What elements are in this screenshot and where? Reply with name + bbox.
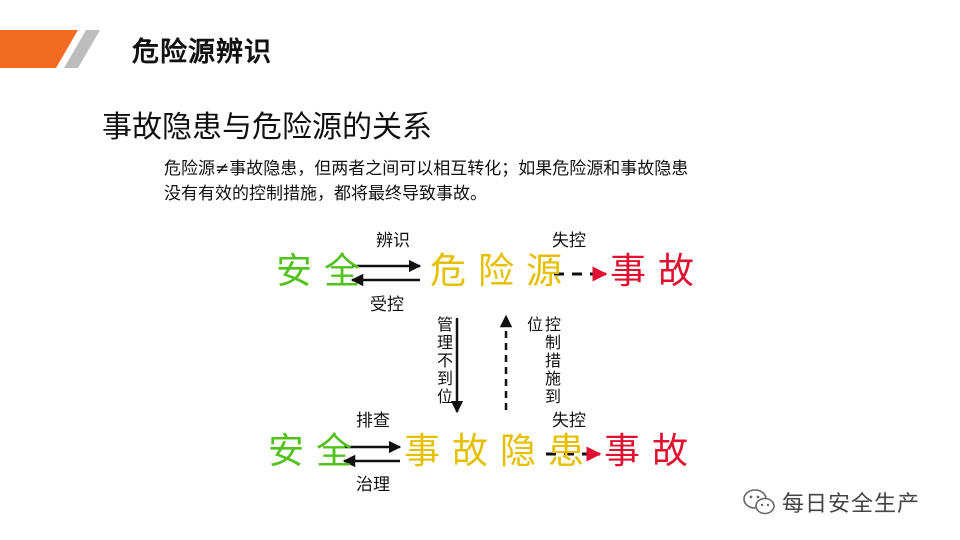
label-management-inadequate: 管理不到位	[434, 316, 453, 406]
node-safe-top: 安全	[276, 251, 373, 292]
label-controlled: 受控	[370, 295, 404, 315]
description-line-1: 危险源≠事故隐患，但两者之间可以相互转化；如果危险源和事故隐患	[164, 159, 689, 179]
label-remediate: 治理	[356, 475, 390, 495]
node-hazard-source: 危险源	[430, 251, 575, 292]
wechat-icon	[743, 489, 775, 515]
node-accident-bottom: 事故	[604, 431, 701, 472]
page-title: 危险源辨识	[132, 37, 272, 68]
node-safe-bottom: 安全	[268, 431, 365, 472]
label-control-measures-in-place: 控制措施到位	[524, 316, 561, 406]
header-decoration	[0, 30, 100, 68]
gray-stripe	[64, 30, 100, 68]
node-hidden-danger: 事故隐患	[404, 431, 597, 472]
page-subtitle: 事故隐患与危险源的关系	[102, 110, 432, 145]
label-out-of-control-bottom: 失控	[552, 411, 586, 431]
label-out-of-control-top: 失控	[552, 231, 586, 251]
description-line-2: 没有有效的控制措施，都将最终导致事故。	[164, 184, 487, 204]
watermark-text: 每日安全生产	[782, 492, 921, 517]
watermark: 每日安全生产	[742, 486, 920, 518]
label-identify: 辨识	[376, 231, 410, 251]
label-investigate: 排查	[356, 411, 390, 431]
orange-banner	[0, 30, 78, 68]
description: 危险源≠事故隐患，但两者之间可以相互转化；如果危险源和事故隐患 没有有效的控制措…	[164, 157, 804, 207]
node-accident-top: 事故	[610, 251, 707, 292]
